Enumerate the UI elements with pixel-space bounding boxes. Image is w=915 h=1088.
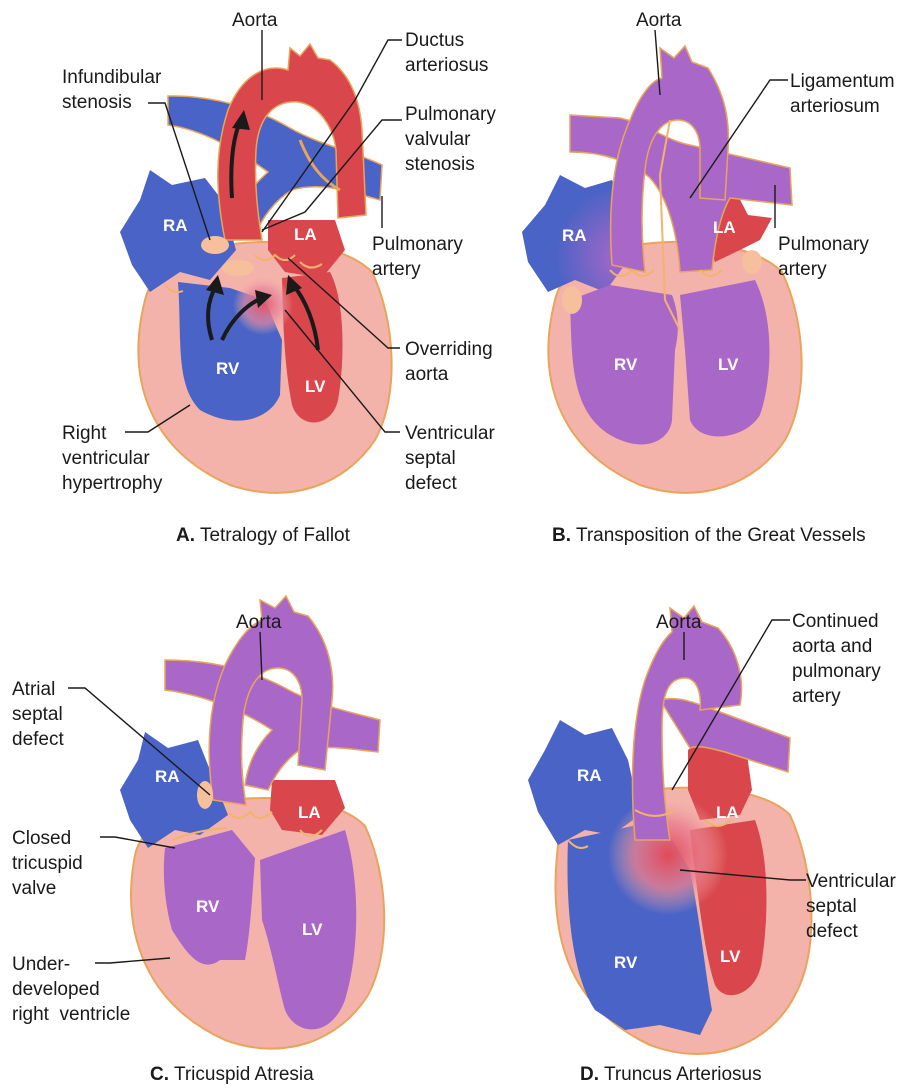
panel-a-vsd-mixing bbox=[233, 275, 293, 335]
panel-b-aorta-label: Aorta bbox=[636, 10, 682, 31]
panel-d-caption: D. Truncus Arteriosus bbox=[580, 1064, 762, 1085]
panel-d-continued-label-3: pulmonary bbox=[792, 661, 881, 682]
panel-a-ductus-label-2: arteriosus bbox=[405, 55, 488, 76]
panel-b-valve-1 bbox=[562, 286, 582, 314]
panel-b-transposition: RA LA RV LV Aorta Ligamentum arteriosum … bbox=[522, 10, 895, 546]
panel-a-lv-label: LV bbox=[305, 377, 326, 396]
panel-c-closed-label-3: valve bbox=[12, 878, 56, 899]
panel-c-tricuspid-atresia: RA LA RV LV Aorta Atrial septal defect C… bbox=[12, 596, 384, 1085]
panel-a-pulm-valvular-label-1: Pulmonary bbox=[405, 104, 496, 125]
panel-a-rvh-label-2: ventricular bbox=[62, 448, 150, 469]
panel-d-lv-label: LV bbox=[720, 947, 741, 966]
panel-c-underdev-label-1: Under- bbox=[12, 954, 70, 975]
panel-a-valve-2 bbox=[222, 260, 254, 276]
panel-b-ligamentum-label-2: arteriosum bbox=[790, 96, 880, 117]
panel-a-caption: A. Tetralogy of Fallot bbox=[176, 525, 351, 546]
panel-d-vsd-label-2: septal bbox=[806, 896, 857, 917]
panel-d-rv-label: RV bbox=[614, 953, 638, 972]
panel-a-vsd-label-1: Ventricular bbox=[405, 423, 495, 444]
panel-a-valve-1 bbox=[201, 236, 229, 254]
panel-c-asd-label-2: septal bbox=[12, 704, 63, 725]
panel-c-aorta-label: Aorta bbox=[236, 612, 282, 633]
panel-a-ductus-label-1: Ductus bbox=[405, 30, 464, 51]
panel-c-closed-label-1: Closed bbox=[12, 828, 71, 849]
panel-b-valve-2 bbox=[742, 250, 762, 274]
panel-d-truncus-arteriosus: RA LA RV LV Aorta Continued aorta and pu… bbox=[528, 606, 896, 1085]
panel-d-continued-label-2: aorta and bbox=[792, 636, 872, 657]
panel-b-rv-label: RV bbox=[614, 355, 638, 374]
panel-d-vsd-label-3: defect bbox=[806, 921, 858, 942]
panel-c-rv-label: RV bbox=[196, 897, 220, 916]
panel-a-aorta-label: Aorta bbox=[232, 10, 278, 31]
panel-d-la-label: LA bbox=[716, 803, 739, 822]
panel-b-caption: B. Transposition of the Great Vessels bbox=[552, 525, 866, 546]
panel-a-tetralogy-of-fallot: RA LA RV LV Aorta Infundibular stenosis … bbox=[62, 10, 496, 546]
panel-a-overriding-label-2: aorta bbox=[405, 364, 449, 385]
panel-a-rv-label: RV bbox=[216, 359, 240, 378]
panel-c-caption: C. Tricuspid Atresia bbox=[150, 1064, 314, 1085]
panel-d-ra-label: RA bbox=[577, 766, 602, 785]
panel-a-rvh-label-3: hypertrophy bbox=[62, 473, 163, 494]
panel-b-pulm-artery-label-1: Pulmonary bbox=[778, 234, 869, 255]
panel-a-vsd-label-3: defect bbox=[405, 473, 457, 494]
panel-d-continued-label-1: Continued bbox=[792, 611, 879, 632]
panel-b-pulm-artery-label-2: artery bbox=[778, 259, 827, 280]
panel-b-ligamentum-label-1: Ligamentum bbox=[790, 71, 895, 92]
panel-b-lv-label: LV bbox=[718, 355, 739, 374]
panel-c-ra-label: RA bbox=[155, 767, 180, 786]
panel-b-ra-label: RA bbox=[562, 226, 587, 245]
panel-c-underdev-label-3: right ventricle bbox=[12, 1004, 130, 1025]
panel-b-la-label: LA bbox=[713, 218, 736, 237]
panel-a-overriding-label-1: Overriding bbox=[405, 339, 493, 360]
panel-c-underdev-label-2: developed bbox=[12, 979, 100, 1000]
panel-c-closed-label-2: tricuspid bbox=[12, 853, 83, 874]
panel-a-la-label: LA bbox=[294, 225, 317, 244]
panel-d-continued-label-4: artery bbox=[792, 686, 841, 707]
panel-a-pulm-valvular-label-2: valvular bbox=[405, 129, 471, 150]
panel-c-asd-label-3: defect bbox=[12, 729, 64, 750]
panel-a-pulm-valvular-label-3: stenosis bbox=[405, 154, 475, 175]
panel-a-ra-label: RA bbox=[163, 216, 188, 235]
panel-a-infundibular-label-2: stenosis bbox=[62, 92, 132, 113]
panel-a-vsd-label-2: septal bbox=[405, 448, 456, 469]
panel-a-pulm-artery-label-1: Pulmonary bbox=[372, 234, 463, 255]
panel-d-vsd-label-1: Ventricular bbox=[806, 871, 896, 892]
panel-a-infundibular-label-1: Infundibular bbox=[62, 67, 162, 88]
panel-c-asd-label-1: Atrial bbox=[12, 679, 55, 700]
panel-a-rvh-label-1: Right bbox=[62, 423, 107, 444]
panel-a-pulm-artery-label-2: artery bbox=[372, 259, 421, 280]
panel-c-lv-label: LV bbox=[302, 920, 323, 939]
panel-d-aorta-label: Aorta bbox=[656, 612, 702, 633]
panel-c-la-label: LA bbox=[298, 803, 321, 822]
